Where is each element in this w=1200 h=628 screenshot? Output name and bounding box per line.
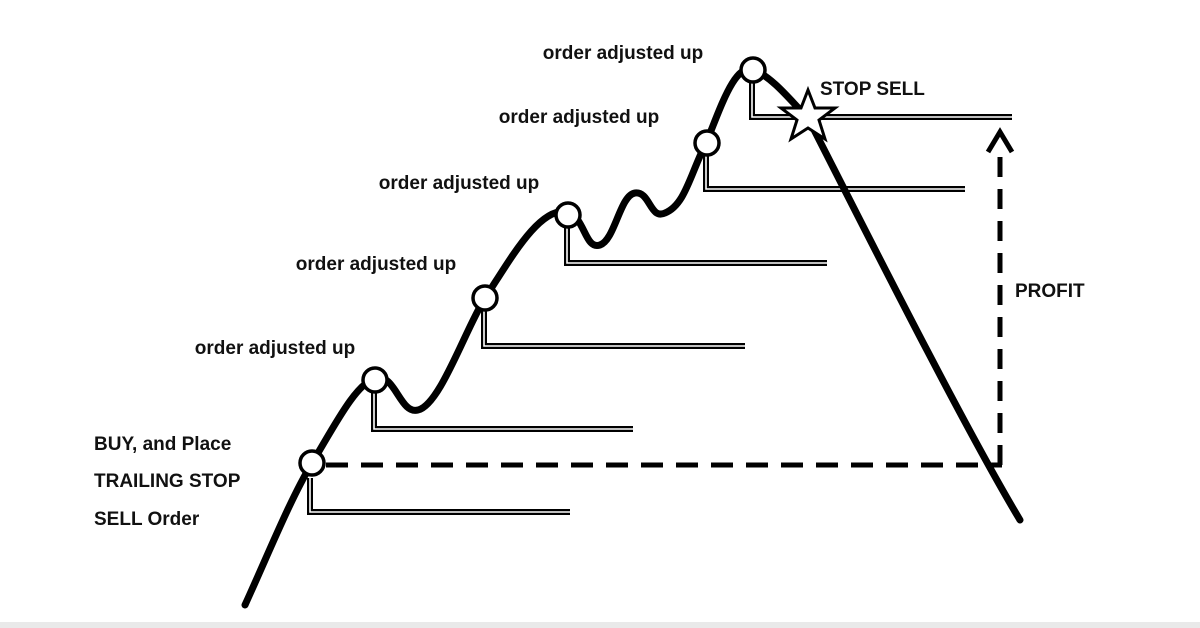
stop-sell-label: STOP SELL: [820, 79, 925, 100]
stop-level-1: [307, 478, 570, 515]
adjust-point-marker: [471, 284, 499, 312]
stop-level-5: [703, 156, 965, 192]
stop-level-6: [749, 83, 1012, 120]
bottom-border: [0, 622, 1200, 628]
adjust-point-marker: [554, 201, 582, 229]
adjusted-label-5: order adjusted up: [543, 43, 703, 64]
adjust-point-marker: [739, 56, 767, 84]
adjust-point-marker: [361, 366, 389, 394]
adjust-point-marker: [693, 129, 721, 157]
stop-level-4: [564, 228, 827, 266]
arrow-up-icon: [985, 127, 1015, 154]
adjusted-label-3: order adjusted up: [379, 173, 539, 194]
stop-level-2: [371, 393, 633, 432]
profit-label: PROFIT: [1015, 281, 1085, 302]
star-icon: [776, 85, 840, 143]
price-curve: [241, 65, 1024, 609]
adjusted-label-1: order adjusted up: [195, 338, 355, 359]
buy-label-line-3: SELL Order: [94, 509, 200, 530]
buy-label-line-2: TRAILING STOP: [94, 471, 241, 492]
adjusted-label-2: order adjusted up: [296, 254, 456, 275]
adjusted-label-4: order adjusted up: [499, 107, 659, 128]
stop-level-3: [481, 311, 745, 349]
buy-label-line-1: BUY, and Place: [94, 434, 231, 455]
buy-point-marker: [298, 449, 326, 477]
